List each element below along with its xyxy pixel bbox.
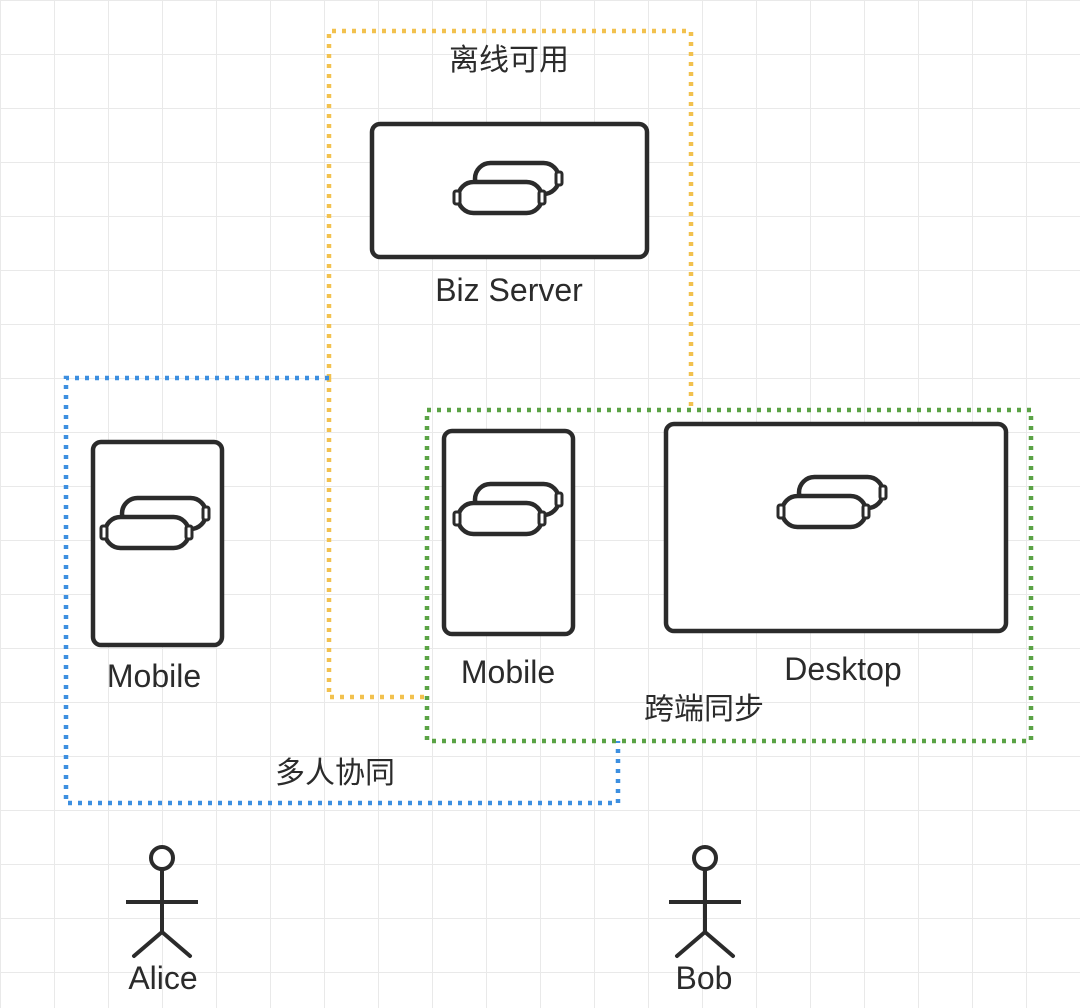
sync-group-border (424, 407, 1034, 744)
sync-group-title: 跨端同步 (644, 692, 764, 727)
actor-bob-label: Bob (675, 960, 733, 996)
collab-group-title: 多人协同 (275, 756, 395, 791)
desktop-label: Desktop (784, 651, 902, 687)
offline-group-title: 离线可用 (449, 43, 569, 78)
offline-group-border (326, 28, 694, 410)
actor-alice-label: Alice (128, 960, 198, 996)
person-icon (667, 845, 743, 958)
biz-server-label: Biz Server (435, 272, 583, 308)
person-icon (124, 845, 200, 958)
mobile-alice-label: Mobile (106, 658, 202, 694)
mobile-bob-label: Mobile (460, 654, 556, 690)
collab-group-border (63, 375, 621, 806)
offline-group-border-bottom (326, 378, 427, 700)
